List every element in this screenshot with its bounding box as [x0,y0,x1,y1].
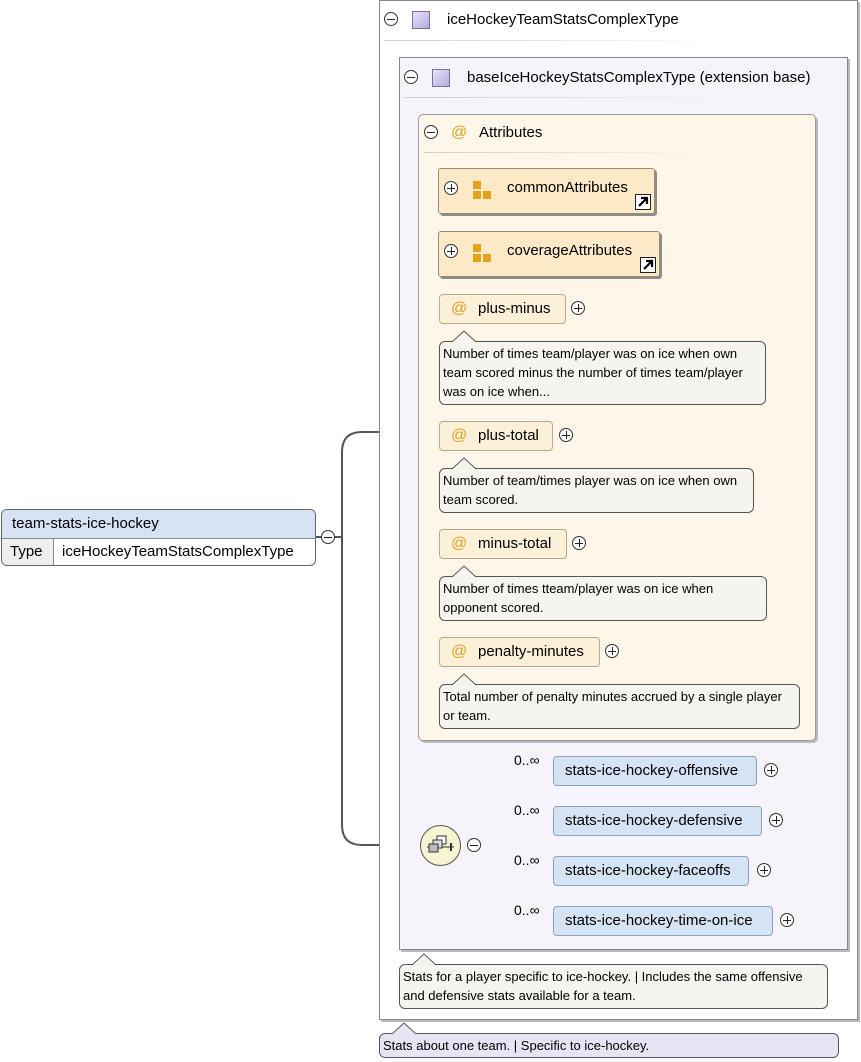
attribute-minus-total-expand[interactable] [572,536,586,550]
doc-notch [412,953,437,966]
complex-type-icon [412,11,430,29]
attribute-at-icon: @ [451,427,468,444]
attribute-minus-total-doc: Number of times tteam/player was on ice … [439,576,767,621]
doc-notch [452,565,477,578]
root-collapse-toggle[interactable] [321,530,335,544]
attribute-plus-minus-doc: Number of times team/player was on ice w… [439,341,766,405]
doc-notch [452,673,477,686]
attribute-plus-total[interactable] [439,421,553,451]
sequence-icon [427,835,454,853]
attribute-group-common-name: commonAttributes [507,179,628,196]
complex-type-name: iceHockeyTeamStatsComplexType [447,11,679,28]
attribute-minus-total-name: minus-total [478,535,552,552]
doc-notch [452,457,477,470]
attribute-penalty-minutes[interactable] [439,637,600,667]
complex-type-doc: Stats about one team. | Specific to ice-… [379,1033,839,1058]
attributes-at-icon: @ [451,124,468,141]
extension-separator [404,97,744,98]
element-stats-ice-hockey-defensive[interactable]: stats-ice-hockey-defensive [553,806,762,836]
complex-type-collapse-toggle[interactable] [384,12,398,26]
attribute-at-icon: @ [451,300,468,317]
link-arrow-icon[interactable] [640,257,656,273]
attribute-group-icon [473,244,491,262]
attribute-plus-minus[interactable] [439,294,566,324]
attribute-at-icon: @ [451,535,468,552]
sequence-compositor[interactable] [420,825,461,866]
attribute-plus-total-doc: Number of team/times player was on ice w… [439,468,754,513]
attribute-penalty-minutes-name: penalty-minutes [478,643,584,660]
attribute-at-icon: @ [451,643,468,660]
element-time-on-ice-expand[interactable] [780,913,794,927]
extension-icon [432,69,450,87]
root-element-name: team-stats-ice-hockey [2,510,315,539]
root-type-value: iceHockeyTeamStatsComplexType [62,543,294,560]
element-stats-ice-hockey-time-on-ice[interactable]: stats-ice-hockey-time-on-ice [553,906,773,936]
attributes-separator [424,152,714,153]
element-occurrence: 0..∞ [514,752,540,768]
extension-collapse-toggle[interactable] [404,70,418,84]
element-stats-ice-hockey-offensive[interactable]: stats-ice-hockey-offensive [553,756,757,786]
element-occurrence: 0..∞ [514,852,540,868]
root-type-label: Type [2,539,54,565]
attribute-minus-total[interactable] [439,529,567,559]
attribute-plus-minus-expand[interactable] [571,301,585,315]
attribute-plus-minus-name: plus-minus [478,300,551,317]
attribute-penalty-minutes-expand[interactable] [605,644,619,658]
attribute-group-coverage-expand[interactable] [444,244,458,258]
extension-doc: Stats for a player specific to ice-hocke… [399,964,828,1009]
attributes-collapse-toggle[interactable] [424,125,438,139]
element-faceoffs-expand[interactable] [757,863,771,877]
element-occurrence: 0..∞ [514,802,540,818]
extension-name: baseIceHockeyStatsComplexType (extension… [467,69,811,86]
element-defensive-expand[interactable] [769,813,783,827]
attributes-label: Attributes [479,124,543,141]
doc-notch [392,1022,417,1035]
link-arrow-icon[interactable] [635,194,651,210]
attribute-group-icon [473,181,491,199]
attribute-penalty-minutes-doc: Total number of penalty minutes accrued … [439,684,800,729]
attribute-plus-total-expand[interactable] [559,428,573,442]
element-offensive-expand[interactable] [764,763,778,777]
doc-notch [452,330,477,343]
sequence-collapse-toggle[interactable] [467,838,481,852]
attribute-group-coverage-name: coverageAttributes [507,242,633,259]
attribute-plus-total-name: plus-total [478,427,539,444]
complex-type-separator [384,40,724,41]
element-occurrence: 0..∞ [514,902,540,918]
root-element[interactable]: team-stats-ice-hockey Type iceHockeyTeam… [1,509,316,566]
attribute-group-common-expand[interactable] [444,181,458,195]
element-stats-ice-hockey-faceoffs[interactable]: stats-ice-hockey-faceoffs [553,856,749,886]
